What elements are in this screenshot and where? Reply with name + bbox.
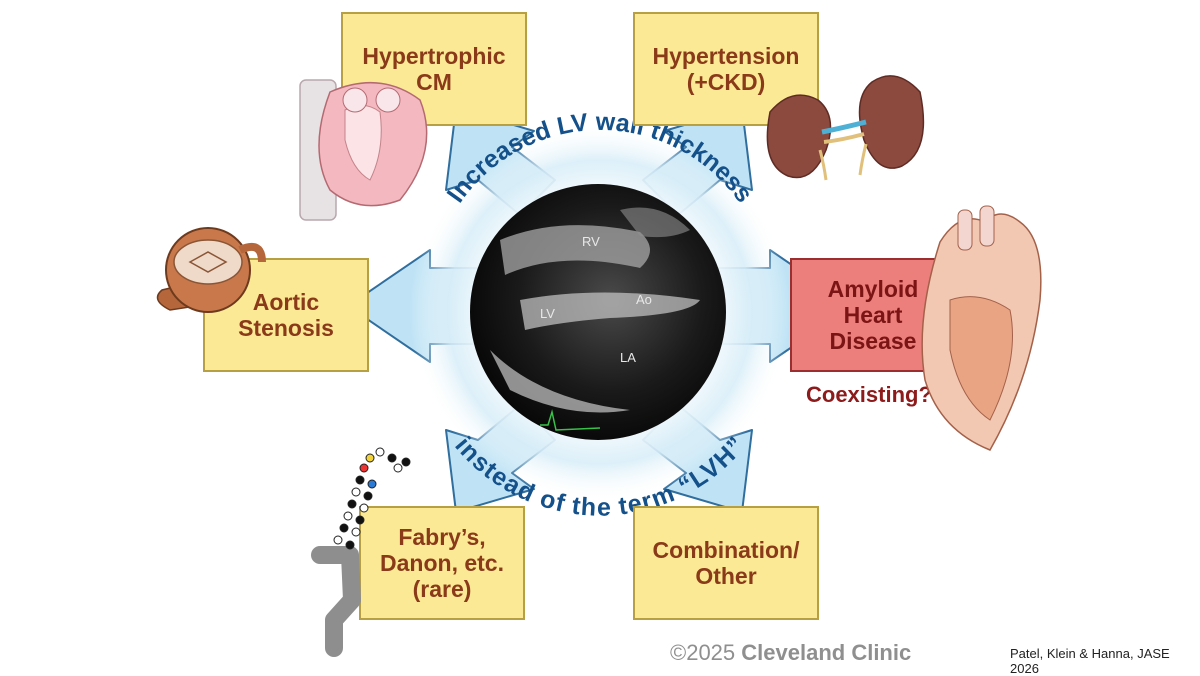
box-fabry-line-1: Fabry’s, <box>398 524 486 550</box>
box-hypertension: Hypertension (+CKD) <box>633 12 819 126</box>
copyright-org: Cleveland Clinic <box>741 640 912 665</box>
box-fabry-line-2: Danon, etc. <box>380 550 504 576</box>
echocardiogram-image: RV LV Ao LA <box>470 184 726 440</box>
box-hypertrophic-cm: Hypertrophic CM <box>341 12 527 126</box>
box-fabry-danon: Fabry’s, Danon, etc. (rare) <box>359 506 525 620</box>
box-amyloid-line-1: Amyloid <box>827 276 919 302</box>
echo-label-lv: LV <box>540 306 555 321</box>
box-as-line-1: Aortic <box>252 289 320 315</box>
box-hcm-line-2: CM <box>416 69 452 95</box>
coexisting-note: Coexisting? <box>806 382 932 407</box>
copyright-year: ©2025 <box>670 640 736 665</box>
box-hcm-line-1: Hypertrophic <box>362 43 506 69</box>
echo-label-la: LA <box>620 350 636 365</box>
box-fabry-line-3: (rare) <box>412 576 472 602</box>
box-as-line-2: Stenosis <box>238 315 334 341</box>
box-combo-line-2: Other <box>695 563 757 589</box>
box-combo-line-1: Combination/ <box>652 537 800 563</box>
box-amyloid-heart-disease: Amyloid Heart Disease <box>790 258 956 372</box>
box-htn-line-2: (+CKD) <box>686 69 766 95</box>
echo-label-rv: RV <box>582 234 600 249</box>
echo-label-ao: Ao <box>636 292 652 307</box>
citation: Patel, Klein & Hanna, JASE 2026 <box>1010 646 1170 676</box>
box-amyloid-line-3: Disease <box>829 328 917 354</box>
box-amyloid-line-2: Heart <box>843 302 903 328</box>
copyright: ©2025 Cleveland Clinic <box>670 640 911 666</box>
box-combination-other: Combination/ Other <box>633 506 819 620</box>
box-aortic-stenosis: Aortic Stenosis <box>203 258 369 372</box>
box-htn-line-1: Hypertension <box>652 43 800 69</box>
